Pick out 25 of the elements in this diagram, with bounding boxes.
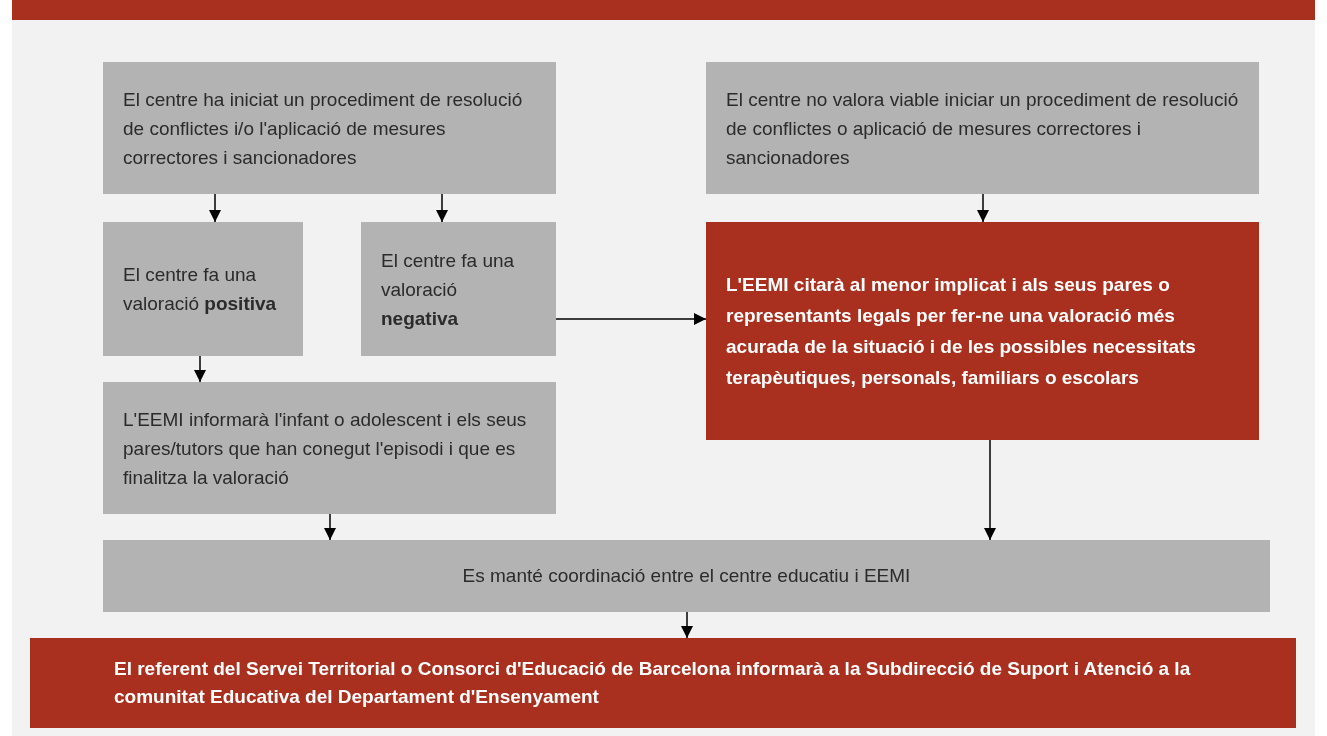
box-text: El centre fa una valoració positiva xyxy=(123,263,278,316)
box-text: L'EEMI citarà al menor implicat i als seus pares o representants legals per fer-ne una valoració més acurada de la situació i de les possibles necessitats terapèutiques, personals, familiars o escolars xyxy=(726,273,1197,390)
box-text: El centre fa una valoració negativa xyxy=(381,248,516,331)
arrow xyxy=(984,439,996,541)
arrow xyxy=(436,193,448,223)
arrow xyxy=(555,313,707,325)
process-box xyxy=(706,62,1259,194)
box-text: El centre no valora viable iniciar un procediment de resolució de conflictes o aplicació de mesures correctores i sancionadores xyxy=(726,87,1239,170)
arrow xyxy=(209,193,221,223)
process-box xyxy=(30,638,1296,728)
process-box xyxy=(103,222,303,356)
process-box xyxy=(103,382,556,514)
arrow xyxy=(977,193,989,223)
process-box xyxy=(103,62,556,194)
arrow xyxy=(324,513,336,541)
box-text: El referent del Servei Territorial o Consorci d'Educació de Barcelona informarà a la Subdirecció de Suport i Atenció a la comunitat Educativa del Departament d'Ensenyament xyxy=(114,657,1192,709)
box-text: L'EEMI informarà l'infant o adolescent i els seus pares/tutors que han conegut l'episodi i que es finalitza la valoració xyxy=(123,407,528,490)
arrow xyxy=(194,355,206,383)
title-bar xyxy=(12,0,1315,20)
box-text: El centre ha iniciat un procediment de resolució de conflictes i/o l'aplicació de mesures correctores i sancionadores xyxy=(123,87,524,170)
process-box xyxy=(361,222,556,356)
process-box xyxy=(706,222,1259,440)
box-text: Es manté coordinació entre el centre educatiu i EEMI xyxy=(462,564,911,588)
arrow xyxy=(681,611,693,639)
process-band xyxy=(103,540,1270,612)
